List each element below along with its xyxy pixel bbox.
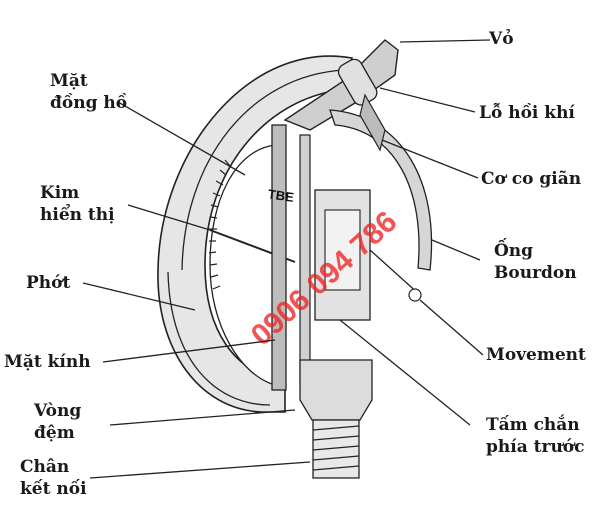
label-kim-hien-thi: Kim hiển thị bbox=[40, 183, 115, 225]
leader-mat-kinh bbox=[102, 339, 276, 363]
label-ong-bourdon: Ống Bourdon bbox=[494, 241, 577, 283]
leader-vo bbox=[399, 39, 491, 43]
thread-lines bbox=[312, 425, 360, 471]
label-lo-hoi-khi: Lỗ hồi khí bbox=[479, 103, 575, 123]
leader-chan bbox=[89, 461, 311, 479]
leader-mat-dong-ho bbox=[117, 101, 246, 176]
leader-co-co-gian bbox=[381, 139, 479, 179]
movement-plate bbox=[324, 209, 361, 291]
label-vong-dem: Vòng đệm bbox=[34, 401, 82, 443]
case-inner-rim bbox=[181, 69, 346, 271]
leader-phot bbox=[82, 282, 196, 311]
dial-mark: TBE bbox=[267, 186, 295, 205]
socket-body bbox=[299, 359, 373, 421]
glass-panel bbox=[271, 124, 287, 391]
label-mat-kinh: Mặt kính bbox=[4, 352, 91, 372]
leader-vong-dem bbox=[109, 409, 296, 426]
label-phot: Phớt bbox=[26, 273, 71, 293]
leader-movement bbox=[419, 299, 484, 356]
label-co-co-gian: Cơ co giãn bbox=[481, 169, 582, 189]
leader-ong-bourdon bbox=[431, 239, 481, 261]
label-vo: Vỏ bbox=[489, 29, 514, 49]
label-tam-chan-phia-truoc: Tấm chắn phía trước bbox=[486, 415, 585, 457]
leader-lo-hoi-khi bbox=[379, 87, 476, 113]
leader-tam-chan bbox=[339, 319, 471, 426]
movement-pivot bbox=[408, 288, 422, 302]
dial-ticks bbox=[208, 159, 231, 290]
leader-kim bbox=[127, 204, 211, 231]
baffle-plate bbox=[299, 134, 311, 386]
case-outer bbox=[157, 55, 354, 413]
expansion-element bbox=[359, 93, 386, 152]
gasket-ring bbox=[167, 271, 271, 406]
label-movement: Movement bbox=[486, 345, 586, 365]
label-mat-dong-ho: Mặt đồng hồ bbox=[50, 71, 128, 113]
label-chan-ket-noi: Chân kết nối bbox=[20, 457, 87, 499]
leader-lines bbox=[82, 39, 491, 479]
dial-face bbox=[209, 144, 276, 386]
